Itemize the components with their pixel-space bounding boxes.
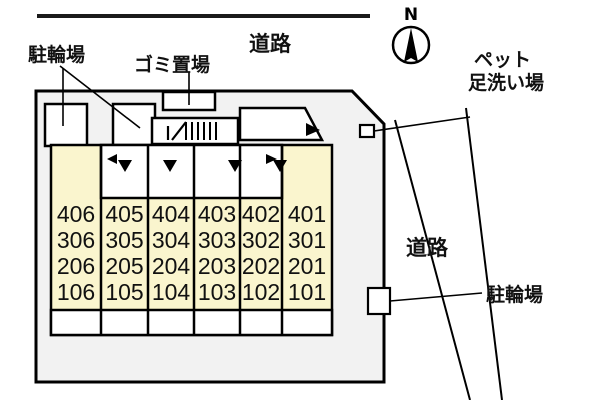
unit-column-dividers: [99, 145, 284, 335]
unit-number-306: 306: [57, 227, 95, 253]
unit-number-104: 104: [152, 279, 191, 305]
corridor-band: [99, 143, 284, 200]
unit-number-203: 203: [198, 253, 236, 279]
entrance-hall: [150, 116, 240, 146]
entrance-markers: [118, 160, 287, 172]
label-road-top: 道路: [249, 32, 291, 56]
road-right-inner-edge: [394, 119, 471, 400]
unit-number-301: 301: [288, 227, 326, 253]
leader-bicycle-parking-right: [389, 292, 483, 302]
label-road-right: 道路: [406, 236, 448, 260]
entrance-marker-103: [228, 160, 242, 172]
leader-bicycle-parking-2: [59, 65, 141, 129]
compass-rose: [391, 25, 431, 65]
unit-number-102: 102: [242, 279, 280, 305]
unit-number-group: 4063062061064053052051054043042041044033…: [57, 201, 326, 305]
unit-number-204: 204: [152, 253, 191, 279]
unit-number-401: 401: [288, 201, 326, 227]
balcony-band: [49, 308, 334, 337]
compass-north-label: N: [404, 5, 418, 25]
corridor-arrow-left-icon: [107, 154, 117, 164]
unit-number-303: 303: [198, 227, 236, 253]
entrance-marker-102: [273, 160, 287, 172]
staircase-icon: [166, 121, 217, 141]
unit-number-202: 202: [242, 253, 280, 279]
unit-number-304: 304: [152, 227, 191, 253]
bicycle-parking-box-right: [111, 102, 157, 148]
unit-number-405: 405: [105, 201, 143, 227]
bicycle-parking-box-left: [43, 102, 89, 148]
label-pet-wash-line2: 足洗い場: [468, 72, 545, 94]
unit-number-305: 305: [105, 227, 143, 253]
leader-pet-wash: [373, 116, 471, 132]
unit-number-403: 403: [198, 201, 236, 227]
corridor-arrow-right-icon: [266, 154, 277, 164]
unit-number-205: 205: [105, 253, 143, 279]
label-garbage-area: ゴミ置場: [134, 54, 211, 76]
unit-number-106: 106: [57, 279, 95, 305]
unit-number-402: 402: [242, 201, 280, 227]
unit-number-206: 206: [57, 253, 95, 279]
unit-number-404: 404: [152, 201, 191, 227]
label-bicycle-parking-top: 駐輪場: [28, 44, 86, 66]
unit-number-105: 105: [105, 279, 143, 305]
label-pet-wash-line1: ペット: [474, 49, 532, 71]
unit-number-103: 103: [198, 279, 236, 305]
compass-needle-icon: [404, 28, 418, 62]
entrance-direction-marker: [306, 123, 320, 136]
unit-number-302: 302: [242, 227, 280, 253]
road-right-outer-edge: [465, 107, 503, 400]
pet-wash-box: [358, 123, 376, 139]
unit-number-406: 406: [57, 201, 95, 227]
bicycle-parking-box-right-side: [366, 286, 392, 316]
label-bicycle-parking-right: 駐輪場: [486, 284, 544, 306]
unit-number-101: 101: [288, 279, 326, 305]
unit-number-201: 201: [288, 253, 326, 279]
entrance-marker-104: [163, 160, 177, 172]
north-wing-block: [238, 106, 325, 142]
entrance-marker-105: [118, 160, 132, 172]
